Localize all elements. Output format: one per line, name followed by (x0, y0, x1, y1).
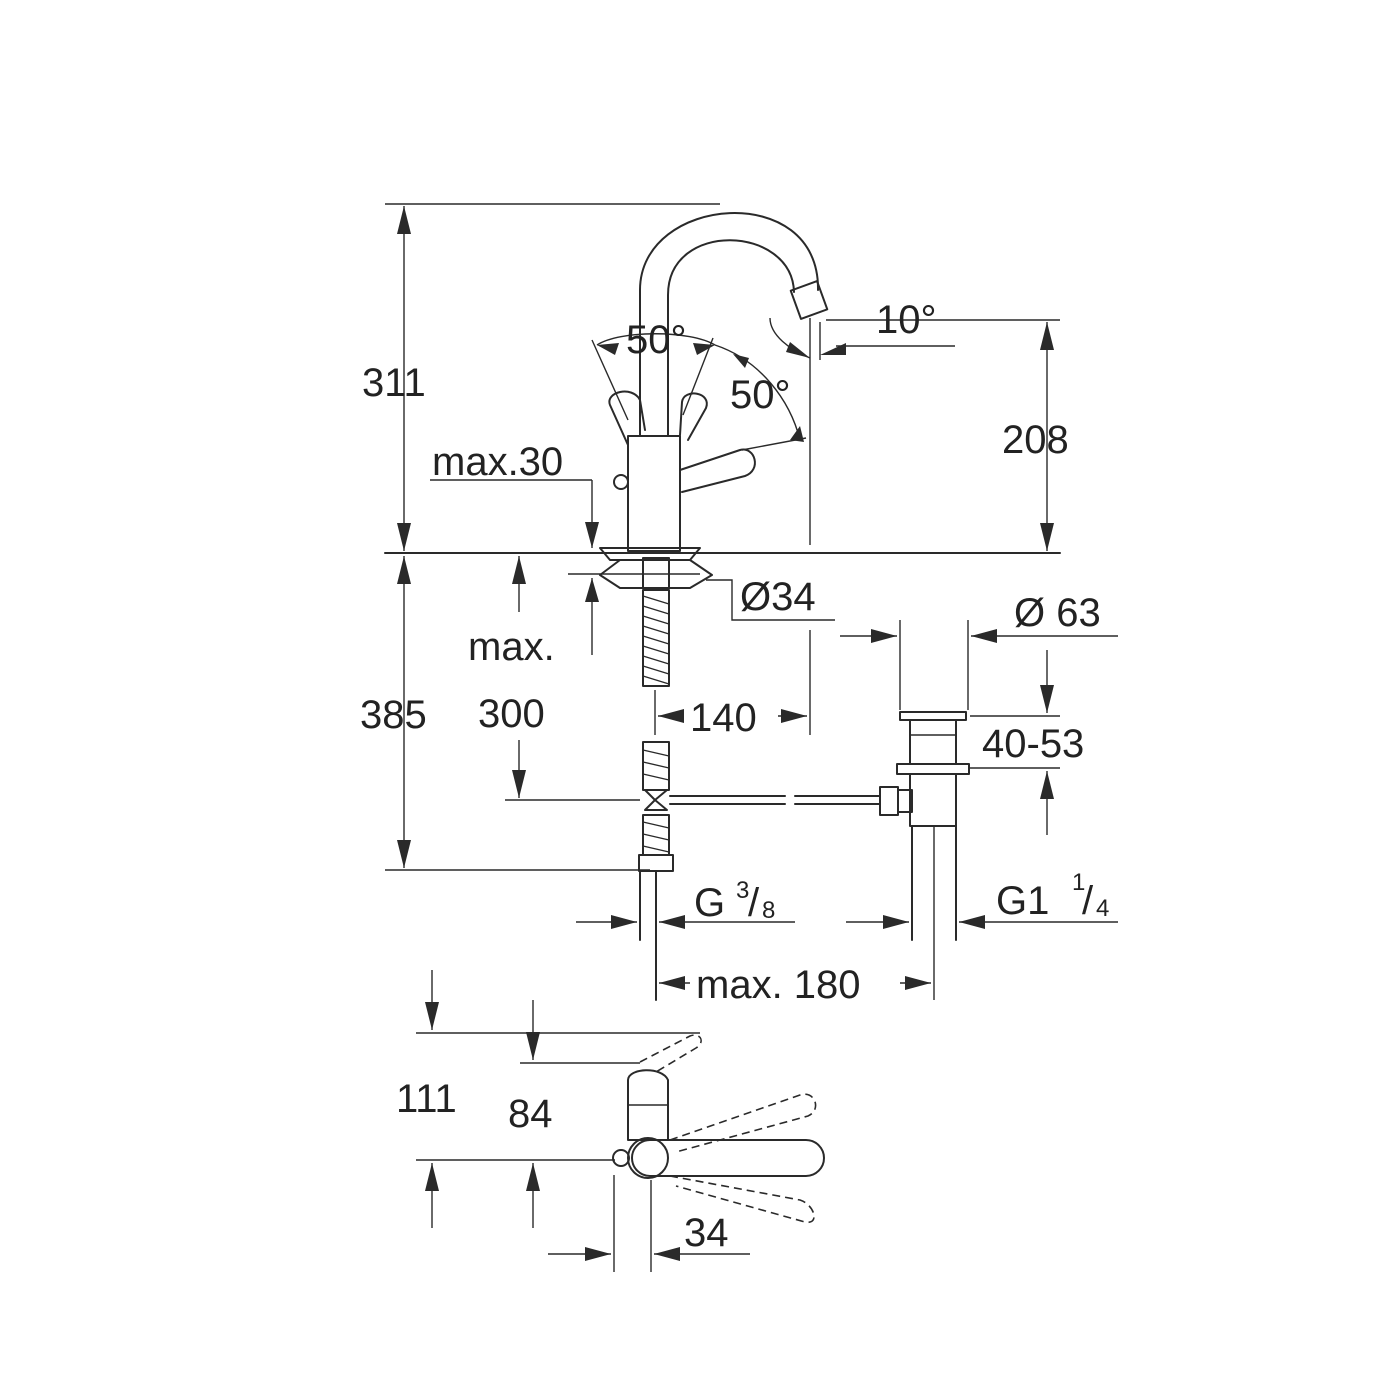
label-diameter-34: Ø34 (740, 575, 816, 619)
dimension-g1-1-4 (846, 915, 1118, 929)
label-angle-10: 10° (876, 298, 937, 342)
threaded-shank (599, 557, 713, 687)
dimension-max-30 (430, 479, 700, 655)
label-max: max. (468, 625, 555, 669)
dimension-40-53 (970, 650, 1060, 835)
dimension-385 (397, 556, 411, 868)
label-34-plan: 34 (684, 1211, 729, 1255)
label-385: 385 (360, 693, 427, 737)
waste-valve (896, 711, 970, 1000)
dimension-208 (1040, 322, 1054, 551)
label-311: 311 (362, 361, 426, 405)
dimension-max-180 (659, 976, 931, 990)
popup-rod (669, 786, 913, 816)
plan-view-faucet (612, 1034, 825, 1223)
angle-indicators (591, 333, 807, 451)
dimension-311 (397, 206, 411, 551)
dimension-diameter-63 (840, 620, 1118, 710)
lever-positions (608, 390, 756, 493)
label-angle-50-right: 50° (730, 373, 791, 417)
label-g1-1-4-main: G1 (996, 879, 1049, 923)
label-208: 208 (1002, 418, 1069, 462)
dimension-max-300 (505, 556, 640, 801)
label-140: 140 (690, 696, 757, 740)
label-300: 300 (478, 692, 545, 736)
label-angle-50-left: 50° (626, 318, 687, 362)
label-g1-1-4-slash: / (1082, 879, 1094, 923)
label-max-30: max.30 (432, 440, 563, 484)
label-g-3-8-num: 3 (736, 877, 749, 904)
spout-tilt-indicator (769, 317, 1060, 545)
label-max-180: max. 180 (696, 963, 861, 1007)
dimension-84 (520, 1000, 640, 1228)
label-84: 84 (508, 1092, 553, 1136)
label-g1-1-4-num: 1 (1072, 869, 1085, 896)
dimension-g-3-8 (576, 915, 795, 929)
label-g-3-8-slash: / (748, 881, 760, 925)
dimension-34-plan (548, 1175, 750, 1272)
dimension-diameter-34 (706, 579, 835, 621)
label-g-3-8-den: 8 (762, 897, 775, 924)
label-g-3-8-main: G (694, 881, 725, 925)
label-diameter-63: Ø 63 (1014, 591, 1101, 635)
dimension-111 (416, 970, 700, 1228)
faucet-body (599, 212, 829, 561)
dimension-140 (654, 630, 811, 735)
label-111: 111 (396, 1077, 457, 1121)
label-g1-1-4-den: 4 (1096, 895, 1109, 922)
label-40-53: 40-53 (982, 722, 1084, 766)
supply-hose (638, 741, 674, 1001)
